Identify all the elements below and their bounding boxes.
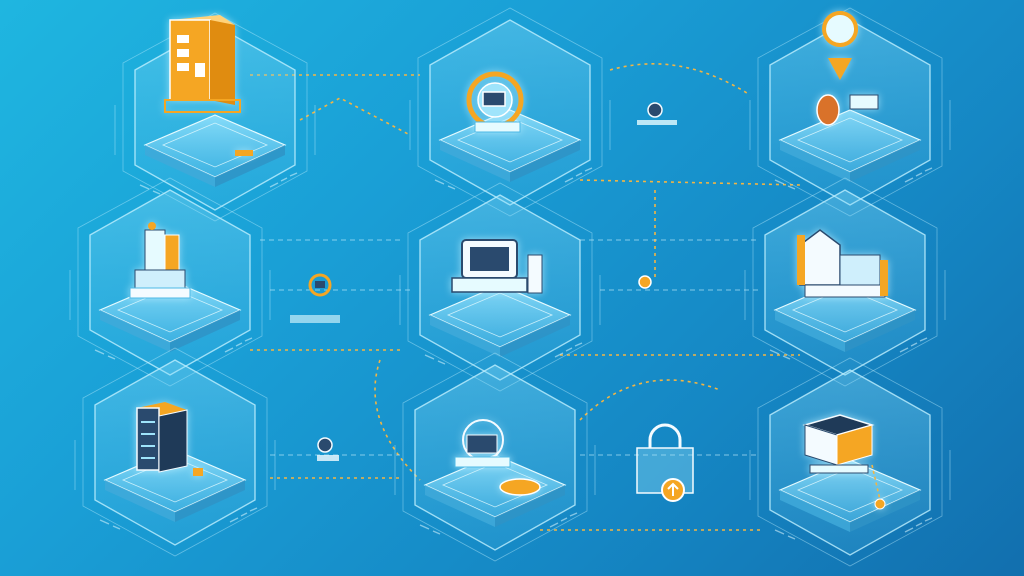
- node-2: [409, 7, 611, 217]
- orange-chip-icon: [290, 273, 340, 323]
- database-box-icon: [802, 414, 886, 510]
- mini-device-icon: [637, 102, 677, 125]
- cloud-sync-icon: [454, 419, 541, 496]
- badge-row0: [637, 102, 677, 125]
- orange-chip-icon: [638, 275, 652, 289]
- node-8: [394, 352, 596, 562]
- badge-row2: [317, 437, 339, 461]
- node-5: [399, 182, 601, 392]
- mini-device-icon: [317, 437, 339, 461]
- connector-lines: [250, 63, 801, 531]
- badge-lock: [636, 423, 694, 502]
- location-pin-icon: [816, 11, 879, 126]
- padlock-icon: [636, 423, 694, 502]
- node-1: [114, 12, 316, 222]
- factory-icon: [797, 229, 888, 298]
- node-3: [749, 7, 951, 217]
- badge-row1: [290, 273, 340, 323]
- server-rack-icon: [136, 402, 203, 476]
- server-building-icon: [164, 15, 253, 156]
- node-4: [69, 177, 271, 387]
- target-sync-icon: [466, 71, 524, 133]
- data-stack-icon: [129, 222, 191, 299]
- monitor-icon: [451, 239, 543, 294]
- node-7: [74, 347, 276, 557]
- node-6: [744, 177, 946, 387]
- badge-row1b: [638, 275, 652, 289]
- node-9: [749, 357, 951, 567]
